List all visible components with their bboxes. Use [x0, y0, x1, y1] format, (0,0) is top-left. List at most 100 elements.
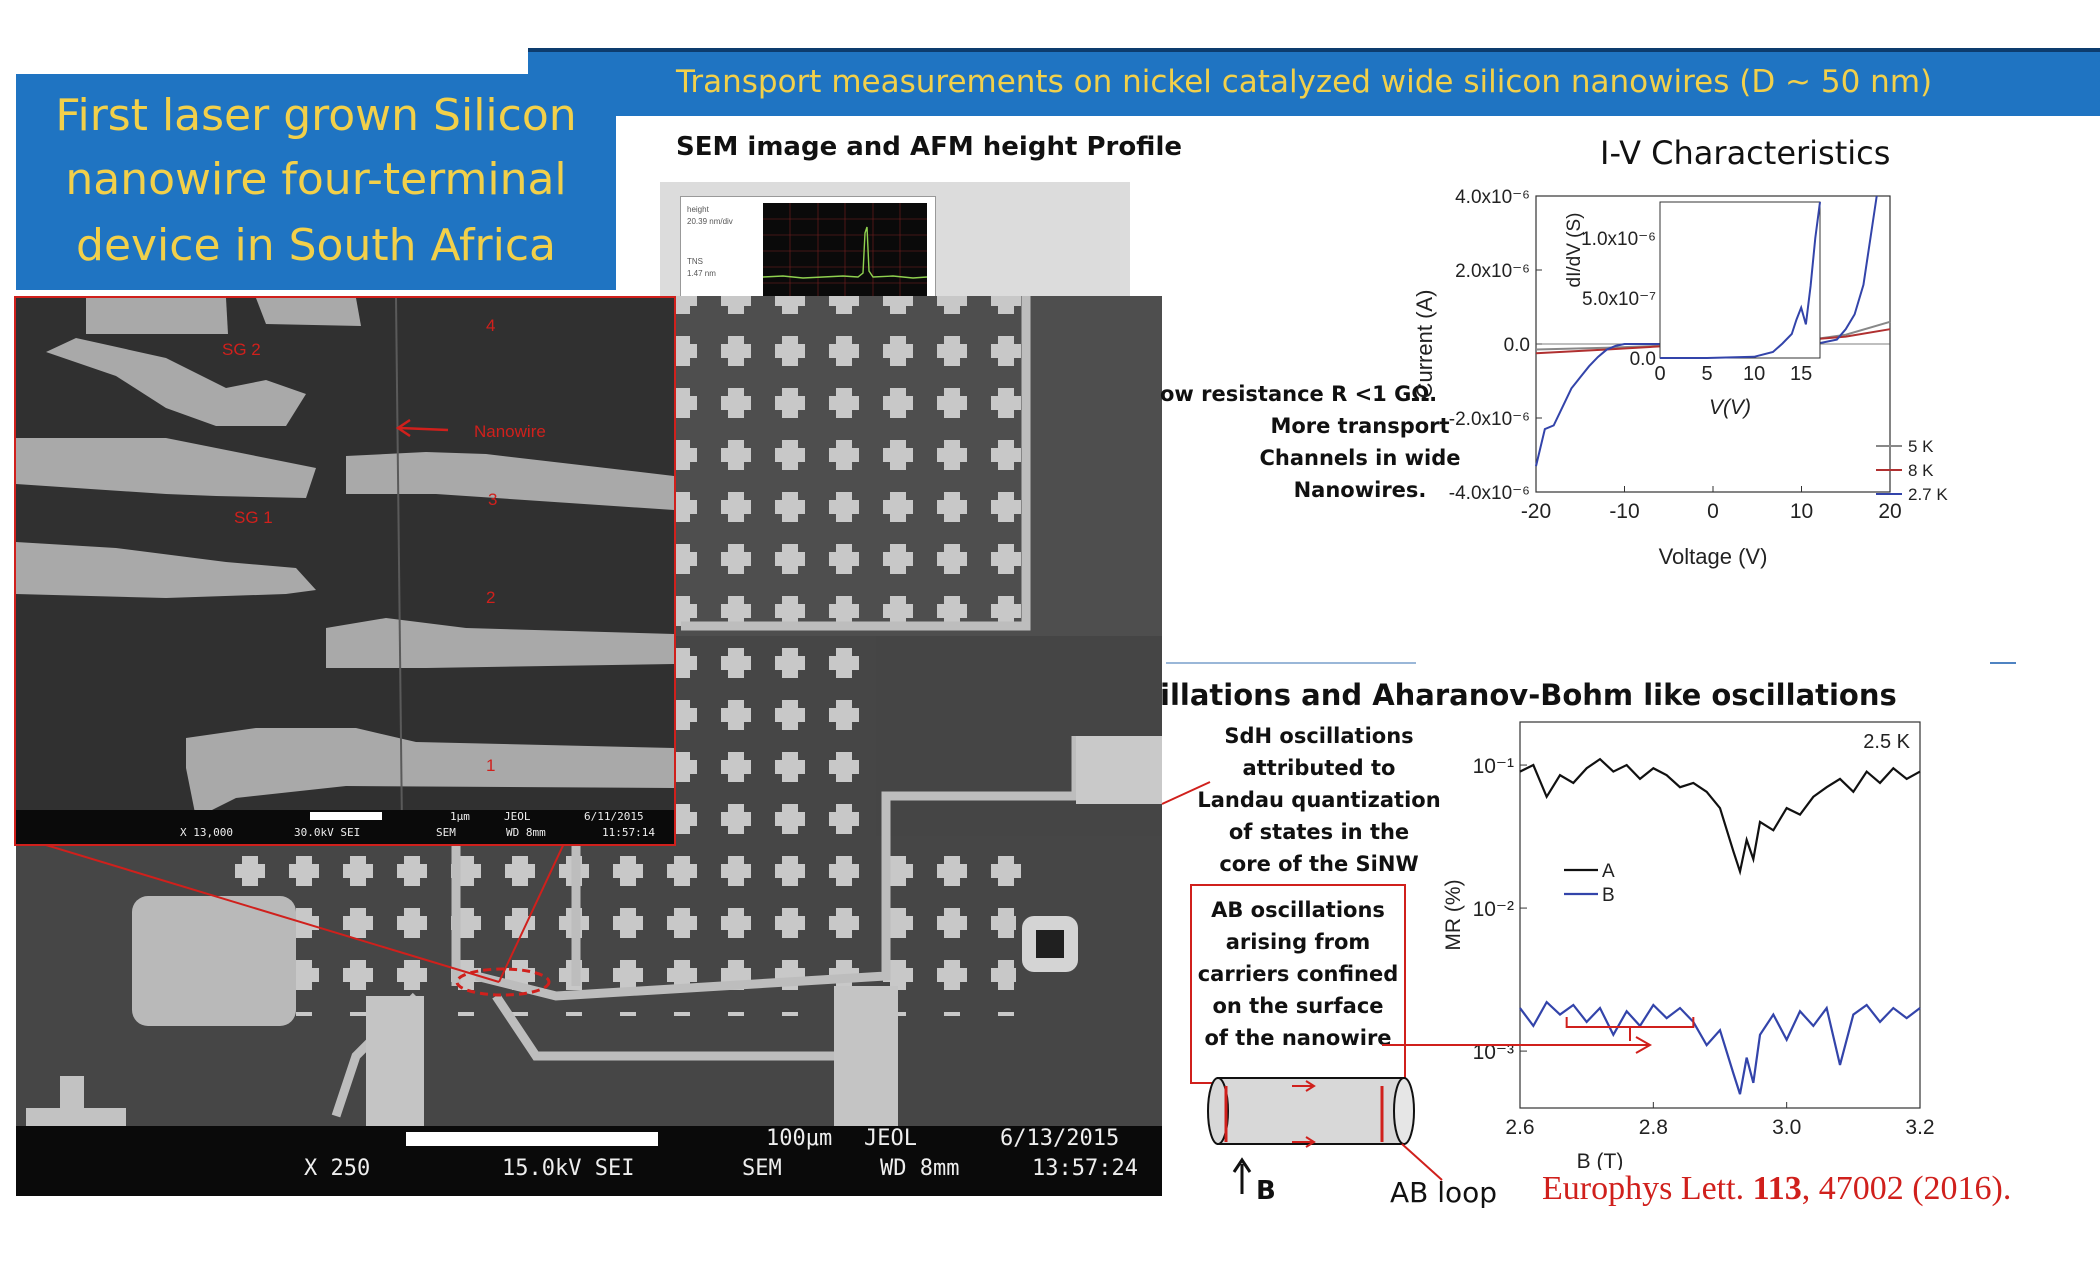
ab-note-line-4: on the surface — [1212, 994, 1384, 1018]
afm-value-bottom: 1.47 nm — [687, 269, 716, 278]
zoom-mode: SEM — [436, 826, 456, 839]
zoom-mag: X 13,000 — [180, 826, 233, 839]
sdh-note-line-1: SdH oscillations — [1224, 724, 1414, 748]
zoom-time: 11:57:14 — [602, 826, 655, 839]
afm-label-top: height — [687, 205, 709, 214]
mr-x-tick-label: 3.0 — [1772, 1116, 1801, 1139]
resistance-note-line-4: Nanowires. — [1293, 478, 1427, 502]
sem-zoom-inset: SG 2 SG 1 Nanowire 4 3 2 1 1μm JEOL 6/11… — [14, 296, 676, 846]
resistance-note-line-3: Channels in wide — [1259, 446, 1461, 470]
label-sg2: SG 2 — [222, 340, 261, 359]
iv-inset-y-tick-label: 1.0x10⁻⁶ — [1581, 229, 1656, 250]
iv-x-tick-label: 10 — [1790, 500, 1813, 523]
label-terminal-2: 2 — [486, 588, 496, 607]
iv-inset-x-tick-label: 10 — [1743, 363, 1765, 385]
afm-value-top: 20.39 nm/div — [687, 217, 733, 226]
sem-main-mag: X 250 — [304, 1156, 371, 1181]
mr-y-tick-label: 10⁻³ — [1473, 1041, 1514, 1064]
sem-main-time: 13:57:24 — [1032, 1156, 1138, 1181]
ab-cylinder-diagram — [1207, 1077, 1443, 1194]
sem-heading: SEM image and AFM height Profile — [676, 132, 1182, 162]
zoom-date: 6/11/2015 — [584, 810, 644, 823]
reference-rest: , 47002 (2016). — [1801, 1170, 2012, 1207]
mr-y-tick-label: 10⁻¹ — [1473, 755, 1514, 778]
mr-x-tick-label: 2.6 — [1505, 1116, 1534, 1139]
ab-note-line-3: carriers confined — [1197, 962, 1399, 986]
iv-y-tick-label: 4.0x10⁻⁶ — [1455, 187, 1530, 208]
ab-to-chart-arrow — [1382, 1036, 1653, 1054]
reference-journal: Europhys Lett. — [1542, 1170, 1745, 1207]
sem-main-kv: 15.0kV SEI — [502, 1156, 635, 1181]
mr-legend-label: A — [1602, 861, 1615, 882]
label-sg1: SG 1 — [234, 508, 273, 527]
iv-series-line-3 — [1535, 195, 1878, 467]
sdh-note-line-3: Landau quantization — [1197, 788, 1441, 812]
afm-height-profile — [763, 203, 927, 297]
sem-main-brand: JEOL — [864, 1126, 917, 1151]
mr-temperature-label: 2.5 K — [1863, 731, 1910, 753]
afm-thumbnail: height 20.39 nm/div TNS 1.47 nm — [660, 182, 1130, 306]
title-box: First laser grown Silicon nanowire four-… — [16, 74, 616, 290]
zoom-kv: 30.0kV SEI — [294, 826, 361, 839]
iv-x-tick-label: 0 — [1707, 500, 1719, 523]
iv-y-tick-label: 0.0 — [1504, 335, 1530, 356]
resistance-note: ow resistance R <1 GΩ. More transport Ch… — [1160, 378, 1560, 506]
iv-inset-x-tick-label: 15 — [1790, 363, 1812, 385]
label-terminal-1: 1 — [486, 756, 496, 775]
iv-y-tick-label: 2.0x10⁻⁶ — [1455, 261, 1530, 282]
sem-main-scale: 100μm — [766, 1126, 833, 1151]
sdh-note-line-2: attributed to — [1242, 756, 1396, 780]
iv-inset-y-label: dI/dV (S) — [1564, 213, 1585, 288]
iv-inset-y-tick-label: 0.0 — [1630, 349, 1656, 370]
iv-legend-label: 8 K — [1908, 461, 1934, 480]
resistance-note-line-1: ow resistance R <1 GΩ. — [1160, 382, 1438, 406]
oscillation-heading: illations and Aharanov-Bohm like oscilla… — [1160, 678, 1897, 712]
title-line-1: First laser grown Silicon — [55, 90, 577, 141]
sem-main-wd: WD 8mm — [880, 1156, 960, 1181]
sdh-note-line-5: core of the SiNW — [1219, 852, 1419, 876]
mr-y-axis-label: MR (%) — [1442, 879, 1465, 950]
zoom-brand: JEOL — [504, 810, 531, 823]
mr-plot-frame — [1519, 721, 1921, 1109]
iv-inset-line — [1660, 201, 1821, 359]
iv-x-axis-label: Voltage (V) — [1659, 544, 1768, 569]
iv-y-tick-label: -2.0x10⁻⁶ — [1449, 409, 1530, 430]
zoom-wd: WD 8mm — [506, 826, 546, 839]
label-nanowire: Nanowire — [474, 422, 546, 441]
ab-note-box: AB oscillations arising from carriers co… — [1190, 884, 1406, 1084]
ab-field-label: B — [1256, 1176, 1276, 1206]
mr-x-axis-label: B (T) — [1577, 1150, 1624, 1170]
title-line-2: nanowire four-terminal — [65, 154, 567, 205]
sdh-note: SdH oscillations attributed to Landau qu… — [1194, 720, 1444, 880]
sem-main-mode: SEM — [742, 1156, 782, 1181]
iv-x-tick-label: -10 — [1609, 500, 1639, 523]
iv-x-tick-label: 20 — [1878, 500, 1901, 523]
iv-inset-x-tick-label: 0 — [1654, 363, 1665, 385]
sem-zoom-drawing — [16, 298, 674, 844]
iv-legend-label: 5 K — [1908, 437, 1934, 456]
iv-y-axis-label: Current (A) — [1412, 290, 1437, 399]
label-terminal-4: 4 — [486, 316, 496, 335]
ab-note-line-2: arising from — [1225, 930, 1371, 954]
section-divider-right — [1990, 662, 2016, 664]
mr-legend-label: B — [1602, 885, 1615, 906]
afm-panel: height 20.39 nm/div TNS 1.47 nm — [680, 196, 936, 306]
iv-y-tick-label: -4.0x10⁻⁶ — [1449, 483, 1530, 504]
banner-text: Transport measurements on nickel catalyz… — [676, 64, 1933, 100]
zoom-scale: 1μm — [450, 810, 470, 823]
iv-inset-frame — [1659, 201, 1821, 359]
iv-inset-y-tick-label: 5.0x10⁻⁷ — [1582, 289, 1656, 310]
reference: Europhys Lett. 113, 47002 (2016). — [1542, 1170, 2011, 1208]
top-banner: Transport measurements on nickel catalyz… — [528, 48, 2100, 116]
reference-volume: 113 — [1752, 1170, 1802, 1207]
mr-x-tick-label: 3.2 — [1905, 1116, 1934, 1139]
mr-series-line-1 — [1519, 757, 1921, 876]
iv-chart-title: I-V Characteristics — [1600, 134, 1891, 172]
resistance-note-line-2: More transport — [1270, 414, 1450, 438]
title-line-3: device in South Africa — [76, 220, 556, 271]
label-terminal-3: 3 — [488, 490, 498, 509]
sem-main-date: 6/13/2015 — [1000, 1126, 1120, 1151]
mr-y-tick-label: 10⁻² — [1473, 898, 1514, 921]
